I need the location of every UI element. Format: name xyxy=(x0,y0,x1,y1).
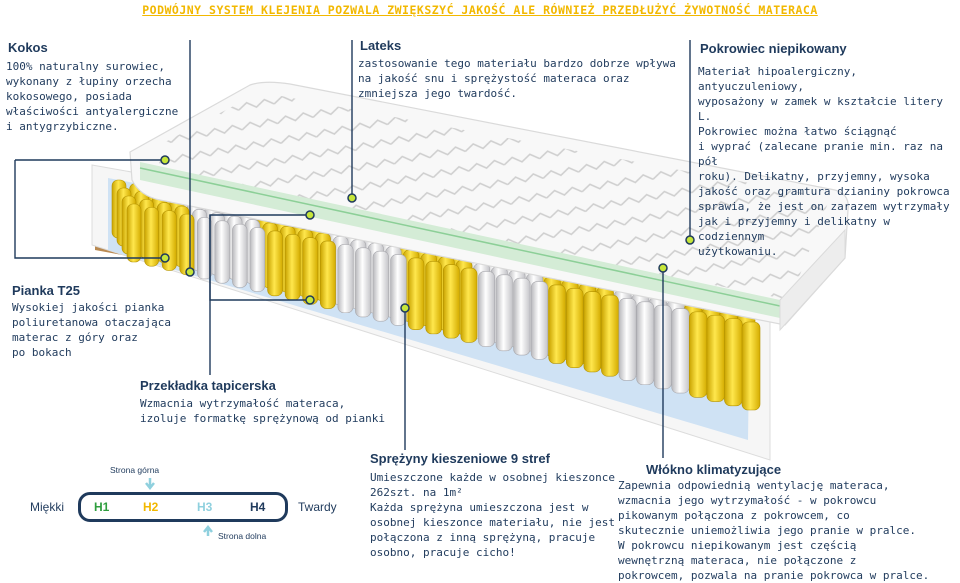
level-h3: H3 xyxy=(197,500,213,514)
pocket-spring xyxy=(618,298,637,381)
sprezyny-desc: Umieszczone każde w osobnej kieszonce 26… xyxy=(370,471,616,559)
przekladka-title: Przekładka tapicerska xyxy=(140,378,276,393)
pocket-spring xyxy=(601,294,619,377)
pocket-spring xyxy=(302,237,319,305)
pocket-spring xyxy=(372,250,389,322)
przekladka-desc: Wzmacnia wytrzymałość materaca, izoluje … xyxy=(140,397,386,425)
pocket-spring xyxy=(179,213,195,275)
kokos-desc: 100% naturalny surowiec, wykonany z łupi… xyxy=(6,60,179,133)
pocket-spring xyxy=(706,314,725,402)
pocket-spring xyxy=(688,311,708,398)
pocket-spring xyxy=(249,227,266,292)
pocket-spring xyxy=(232,223,248,288)
firmness-scale xyxy=(78,492,288,522)
pocket-spring xyxy=(442,264,460,339)
pocket-spring xyxy=(407,257,425,330)
pocket-spring xyxy=(495,274,513,352)
pocket-spring xyxy=(741,321,761,411)
kokos-title: Kokos xyxy=(8,40,48,55)
climate-fiber-band xyxy=(140,162,780,318)
pocket-spring xyxy=(583,291,602,373)
bottom-side-label: Strona dolna xyxy=(218,531,267,541)
pocket-spring xyxy=(126,203,142,263)
lateks-title: Lateks xyxy=(360,38,402,53)
pocket-spring xyxy=(319,240,336,309)
pocket-spring xyxy=(214,220,230,284)
pocket-spring xyxy=(513,277,531,356)
pokrowiec-desc: Materiał hipoalergiczny, antyuczuleniowy… xyxy=(698,65,950,258)
pocket-spring xyxy=(425,261,442,335)
wlokno-desc: Zapewnia odpowiednią wentylację materaca… xyxy=(618,479,930,582)
banner-headline: PODWÓJNY SYSTEM KLEJENIA POZWALA ZWIĘKSZ… xyxy=(142,3,818,17)
pocket-springs xyxy=(111,179,761,411)
pocket-spring xyxy=(565,287,584,369)
bottom-side-arrow xyxy=(203,524,213,536)
wlokno-title: Włókno klimatyzujące xyxy=(646,462,782,477)
pocket-spring xyxy=(284,234,301,301)
level-h4: H4 xyxy=(250,500,266,514)
pokrowiec-title: Pokrowiec niepikowany xyxy=(700,41,847,56)
pocket-spring xyxy=(355,247,372,318)
pocket-spring xyxy=(460,267,478,343)
sprezyny-title: Sprężyny kieszeniowe 9 stref xyxy=(370,451,550,466)
pocket-spring xyxy=(337,244,354,314)
pocket-spring xyxy=(267,230,283,297)
pianka-desc: Wysokiej jakości pianka poliuretanowa ot… xyxy=(12,301,171,359)
pocket-spring xyxy=(390,254,407,326)
pocket-spring xyxy=(530,281,549,360)
level-h1: H1 xyxy=(94,500,110,514)
pocket-spring xyxy=(724,318,743,407)
top-side-arrow xyxy=(145,478,155,491)
pocket-spring xyxy=(548,284,566,364)
pocket-spring xyxy=(478,271,496,347)
lateks-desc: zastosowanie tego materiału bardzo dobrz… xyxy=(358,57,676,100)
pocket-spring xyxy=(671,308,690,394)
level-h2: H2 xyxy=(143,500,159,514)
pianka-title: Pianka T25 xyxy=(12,283,80,298)
pocket-spring xyxy=(636,301,655,385)
hard-label: Twardy xyxy=(298,500,337,514)
pocket-spring xyxy=(144,207,159,267)
soft-label: Miękki xyxy=(30,500,65,514)
pocket-spring xyxy=(196,217,213,280)
top-side-label: Strona górna xyxy=(110,465,160,475)
